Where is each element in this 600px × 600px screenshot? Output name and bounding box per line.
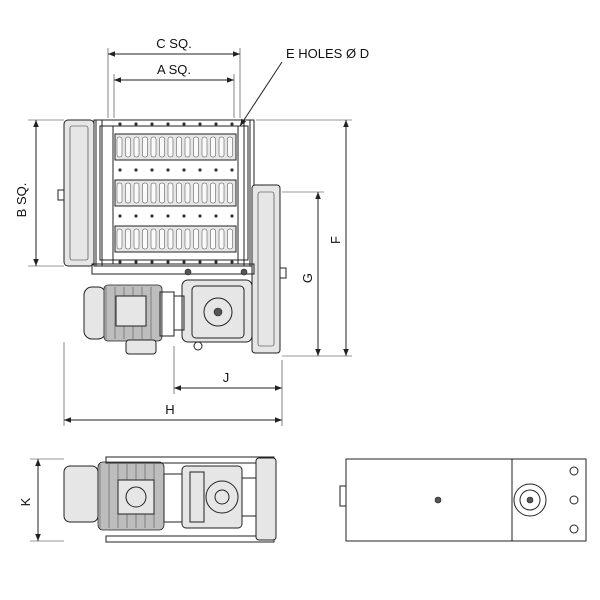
cutter-tooth (176, 228, 182, 250)
cutter-tooth (227, 136, 233, 158)
end-view (339, 458, 587, 542)
dim-e-holes: E HOLES Ø D (286, 46, 369, 61)
cutter-tooth (201, 228, 208, 250)
cutter-tooth (210, 182, 216, 204)
cutter-tooth (184, 136, 191, 158)
bolt-dot (134, 260, 138, 264)
cutter-tooth (116, 182, 123, 204)
dim-a-sq: A SQ. (157, 62, 191, 77)
bolt-dot (118, 122, 122, 126)
bolt-dot (198, 260, 202, 264)
electric-motor (83, 284, 175, 355)
bolt-dot (150, 122, 154, 126)
cutter-tooth (176, 182, 182, 204)
bolt-dot (118, 214, 122, 218)
cutter-tooth (167, 136, 174, 158)
gearbox (173, 279, 253, 351)
cutter-tooth (159, 136, 165, 158)
cutter-tooth (125, 136, 131, 158)
bolt-dot (166, 260, 170, 264)
bolt-dot (230, 168, 234, 172)
bolt-dot (182, 168, 186, 172)
cutter-tooth (193, 228, 199, 250)
bolt-dot (134, 122, 138, 126)
cutter-tooth (193, 136, 199, 158)
cutter-tooth (150, 182, 157, 204)
cutter-tooth (167, 182, 174, 204)
cutter-tooth (184, 228, 191, 250)
cutter-tooth (150, 228, 157, 250)
bolt-dot (150, 260, 154, 264)
left-drive-plate (63, 119, 95, 267)
cutter-tooth (116, 228, 123, 250)
cutter-tooth (133, 228, 140, 250)
dim-f: F (328, 236, 343, 244)
dim-j: J (223, 370, 230, 385)
cutter-tooth (210, 228, 216, 250)
bolt-dot (118, 168, 122, 172)
bolt-dot (214, 168, 218, 172)
bolt-dot (134, 214, 138, 218)
bolt-dot (118, 260, 122, 264)
top-view (57, 119, 287, 355)
bolt-dot (230, 214, 234, 218)
cutter-tooth (201, 182, 208, 204)
cutter-tooth (218, 136, 225, 158)
bolt-dot (166, 122, 170, 126)
bolt-dot (198, 214, 202, 218)
cutter-tooth (201, 136, 208, 158)
cutter-tooth (133, 182, 140, 204)
cutter-tooth (227, 182, 233, 204)
cutter-tooth (125, 228, 131, 250)
cutter-row-2 (114, 179, 237, 207)
cutter-tooth (116, 136, 123, 158)
cutter-tooth (142, 182, 148, 204)
dimensions: C SQ. A SQ. E HOLES Ø D B SQ. F G J H (14, 36, 369, 542)
bolt-dot (214, 260, 218, 264)
dim-c-sq: C SQ. (156, 36, 191, 51)
cutter-tooth (159, 228, 165, 250)
dim-g: G (300, 273, 315, 283)
cutter-tooth (218, 182, 225, 204)
bolt-dot (182, 122, 186, 126)
bolt-dot (214, 214, 218, 218)
bolt-dot (214, 122, 218, 126)
cutter-tooth (142, 136, 148, 158)
side-view (63, 456, 277, 543)
cutter-tooth (176, 136, 182, 158)
bolt-dot (182, 214, 186, 218)
cutter-tooth (227, 228, 233, 250)
bolt-dot (166, 214, 170, 218)
cutter-tooth (210, 136, 216, 158)
bolt-dot (150, 214, 154, 218)
cutter-tooth (142, 228, 148, 250)
cutter-tooth (125, 182, 131, 204)
bolt-dot (230, 122, 234, 126)
bolt-dot (198, 122, 202, 126)
right-cover-plate (251, 184, 281, 354)
bolt-dot (166, 168, 170, 172)
dim-b-sq: B SQ. (14, 183, 29, 218)
cutter-row-3 (114, 225, 237, 253)
cutter-tooth (184, 182, 191, 204)
cutter-tooth (159, 182, 165, 204)
cutter-tooth (150, 136, 157, 158)
bolt-dot (182, 260, 186, 264)
cutter-tooth (133, 136, 140, 158)
bolt-dot (150, 168, 154, 172)
bolt-dot (230, 260, 234, 264)
bolt-dot (198, 168, 202, 172)
dim-k: K (18, 497, 33, 506)
cutter-tooth (193, 182, 199, 204)
dim-h: H (165, 402, 174, 417)
cutter-tooth (167, 228, 174, 250)
bolt-dot (134, 168, 138, 172)
cutter-row-1 (114, 133, 237, 161)
cutter-tooth (218, 228, 225, 250)
